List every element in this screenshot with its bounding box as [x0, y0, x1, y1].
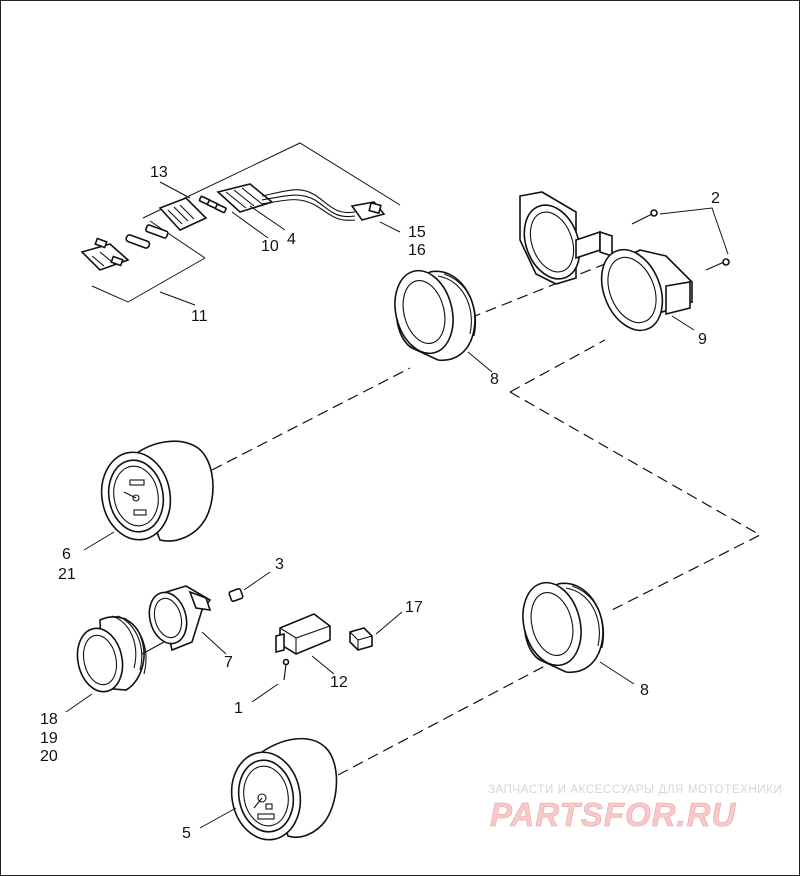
control-module: [275, 613, 335, 675]
callout-20: 20: [40, 748, 58, 765]
callout-15: 15: [408, 224, 426, 241]
mounting-bracket: [519, 191, 693, 332]
wiring-harness-group: [80, 142, 401, 306]
callout-5: 5: [182, 825, 191, 842]
callout-labels: 13 2 15 4 10 16 11 9 8 6 21 3 17 7 12 8 …: [40, 164, 720, 842]
seal-strip: [145, 224, 169, 239]
watermark: ЗАПЧАСТИ И АКСЕССУАРЫ ДЛЯ МОТОТЕХНИКИ PA…: [488, 784, 782, 833]
gauge-lower: [199, 737, 338, 841]
callout-9: 9: [698, 331, 707, 348]
callout-12: 12: [330, 674, 348, 691]
callout-17: 17: [405, 599, 423, 616]
bulb: [228, 571, 271, 602]
watermark-tagline: ЗАПЧАСТИ И АКСЕССУАРЫ ДЛЯ МОТОТЕХНИКИ: [488, 784, 782, 796]
callout-4: 4: [287, 231, 296, 248]
gauge-upper: [83, 440, 214, 551]
bracket-screws: [631, 207, 730, 271]
callout-18: 18: [40, 711, 58, 728]
callout-21: 21: [58, 566, 76, 583]
gauge-cushion-upper: [394, 269, 493, 373]
fuse-holder: [80, 237, 130, 271]
callout-13: 13: [150, 164, 168, 181]
seal-plug: [125, 234, 151, 249]
callout-10: 10: [261, 238, 279, 255]
callout-1: 1: [234, 700, 243, 717]
terminal-pins: [198, 195, 227, 214]
gauge-cushion-lower: [522, 581, 635, 685]
alignment-lines: [211, 249, 762, 776]
harness-connector: [216, 183, 356, 221]
callout-16: 16: [408, 242, 426, 259]
callout-19: 19: [40, 730, 58, 747]
callout-2: 2: [711, 190, 720, 207]
gauge-small: [65, 615, 165, 713]
callout-11: 11: [191, 308, 208, 325]
callout-7: 7: [224, 654, 233, 671]
watermark-brand: PARTSFOR.RU: [490, 796, 736, 833]
callout-8-lower: 8: [640, 682, 649, 699]
harness-plug: [350, 201, 386, 221]
callout-3: 3: [275, 556, 284, 573]
connector-plug: [349, 611, 403, 651]
connector-housing: [158, 197, 208, 231]
module-screw: [251, 658, 290, 703]
callout-6: 6: [62, 546, 71, 563]
gauge-housing: [148, 585, 227, 655]
callout-8-upper: 8: [490, 371, 499, 388]
